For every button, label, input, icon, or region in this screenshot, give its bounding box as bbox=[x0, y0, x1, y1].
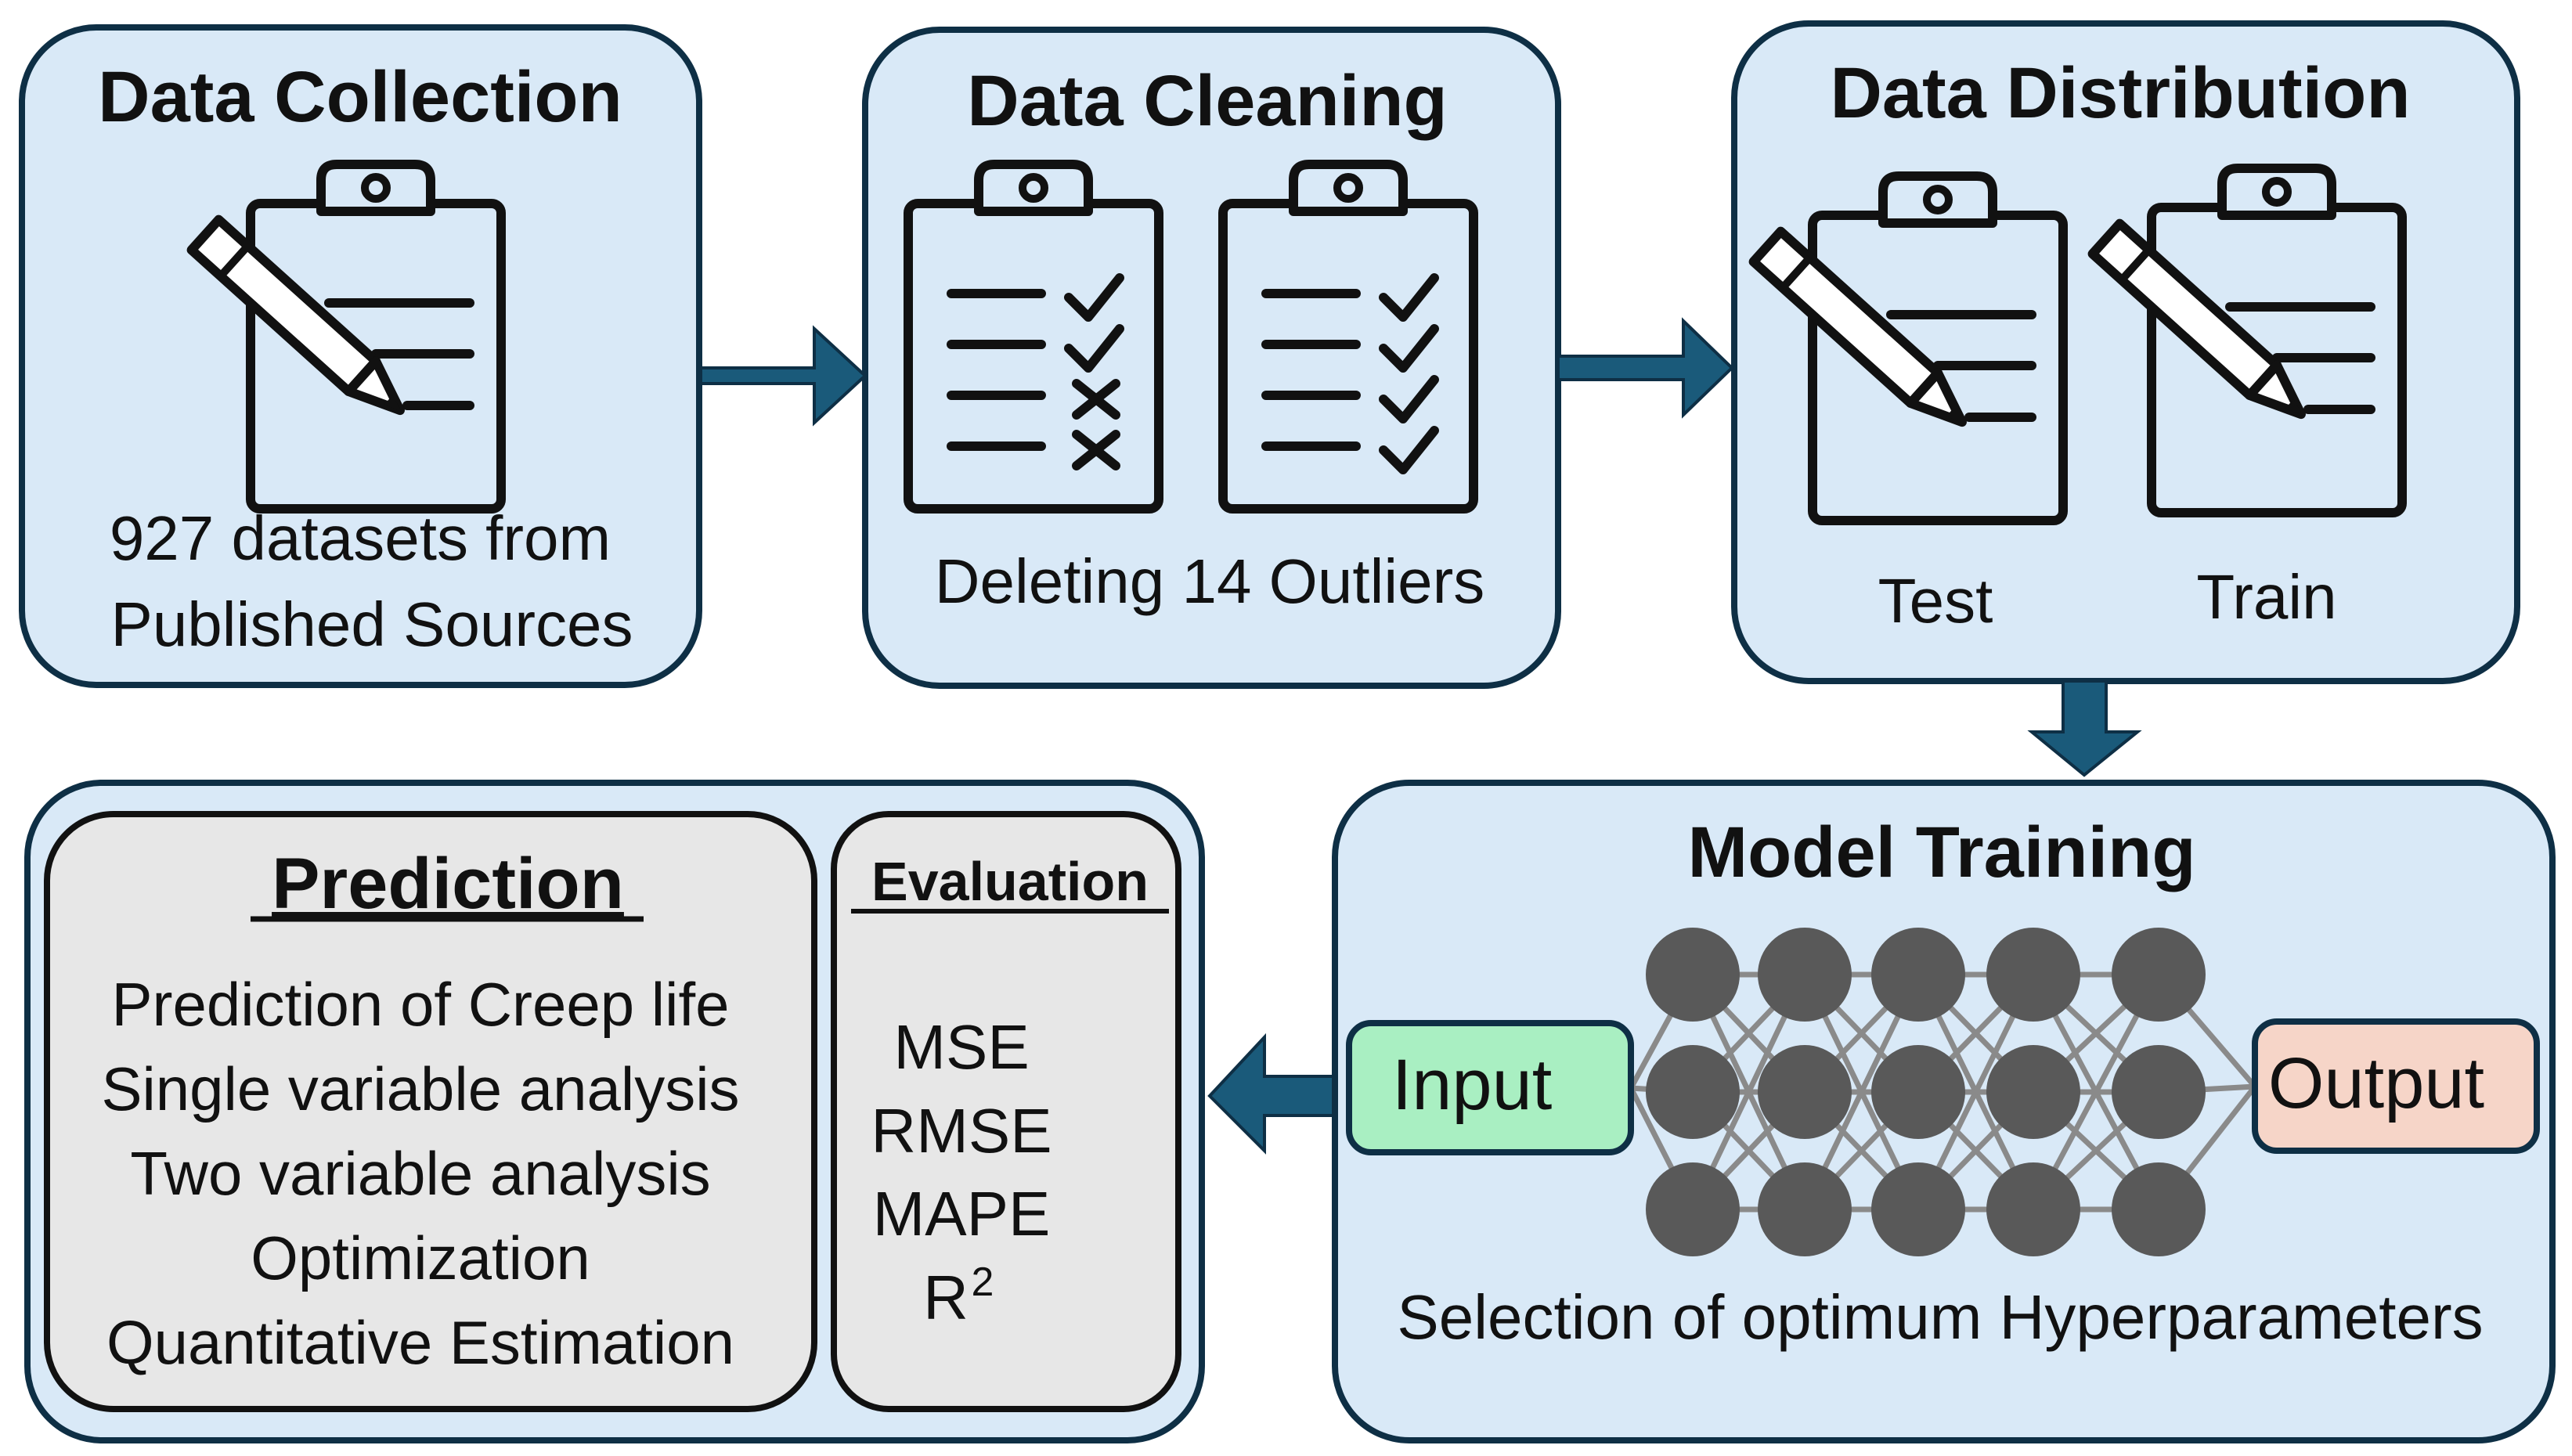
model-training-caption: Selection of optimum Hyperparameters bbox=[1397, 1282, 2483, 1352]
network-node bbox=[1871, 928, 1965, 1022]
network-node bbox=[2112, 1162, 2206, 1256]
neural-network bbox=[1628, 928, 2257, 1256]
prediction-item: Single variable analysis bbox=[101, 1054, 739, 1123]
data-collection-line2: Published Sources bbox=[110, 589, 633, 659]
prediction-item: Two variable analysis bbox=[130, 1139, 710, 1208]
data-distribution-title: Data Distribution bbox=[1830, 53, 2410, 133]
data-distribution-box: Data Distribution Test Train bbox=[1731, 20, 2520, 684]
network-node bbox=[1646, 1045, 1740, 1139]
evaluation-title: Evaluation bbox=[871, 851, 1149, 912]
input-label: Input bbox=[1392, 1045, 1553, 1125]
network-node bbox=[1986, 1045, 2080, 1139]
input-node-box: Input bbox=[1346, 1020, 1634, 1155]
output-label: Output bbox=[2268, 1043, 2484, 1123]
network-node bbox=[1646, 928, 1740, 1022]
network-node bbox=[1758, 1045, 1852, 1139]
prediction-item: Optimization bbox=[251, 1224, 590, 1292]
data-cleaning-box: Data Cleaning Deleting 14 Outliers bbox=[862, 27, 1561, 689]
network-node bbox=[1986, 928, 2080, 1022]
evaluation-r-squared: R bbox=[923, 1263, 969, 1332]
train-clipboard-icon bbox=[2093, 168, 2402, 513]
arrow-collection-to-cleaning bbox=[699, 325, 868, 427]
data-collection-box: Data Collection 927 datasets from Publis… bbox=[19, 24, 702, 688]
data-cleaning-title: Data Cleaning bbox=[967, 61, 1447, 141]
evaluation-box: Evaluation MSE RMSE MAPE R 2 bbox=[831, 811, 1181, 1412]
network-node bbox=[1758, 1162, 1852, 1256]
prediction-item: Prediction of Creep life bbox=[111, 970, 729, 1039]
data-collection-line1: 927 datasets from bbox=[110, 503, 611, 573]
network-node bbox=[1646, 1162, 1740, 1256]
arrow-cleaning-to-distribution bbox=[1557, 317, 1734, 419]
data-collection-title: Data Collection bbox=[98, 57, 622, 137]
prediction-item: Quantitative Estimation bbox=[106, 1308, 734, 1377]
network-node bbox=[1871, 1045, 1965, 1139]
clipboard-pencil-icon bbox=[192, 164, 501, 509]
checklist-mixed-icon bbox=[908, 164, 1159, 509]
network-node bbox=[2112, 1045, 2206, 1139]
network-node bbox=[1758, 928, 1852, 1022]
network-node bbox=[1871, 1162, 1965, 1256]
model-training-title: Model Training bbox=[1687, 813, 2195, 892]
output-node-box: Output bbox=[2252, 1018, 2540, 1154]
network-node bbox=[2112, 928, 2206, 1022]
evaluation-metric: MAPE bbox=[873, 1179, 1051, 1249]
model-training-box: Model Training Input Output Selection of… bbox=[1332, 780, 2556, 1443]
prediction-title: Prediction bbox=[272, 844, 624, 924]
network-node bbox=[1986, 1162, 2080, 1256]
test-label: Test bbox=[1878, 566, 1993, 636]
checklist-all-checked-icon bbox=[1223, 164, 1474, 509]
prediction-box: Prediction Prediction of Creep life Sing… bbox=[44, 811, 817, 1412]
evaluation-metric: RMSE bbox=[871, 1096, 1052, 1166]
arrow-distribution-to-training bbox=[2027, 679, 2142, 777]
results-outer-box: Prediction Prediction of Creep life Sing… bbox=[24, 780, 1205, 1443]
train-label: Train bbox=[2196, 562, 2336, 632]
arrow-training-to-prediction bbox=[1207, 1033, 1337, 1155]
evaluation-metric: MSE bbox=[893, 1012, 1029, 1082]
data-cleaning-caption: Deleting 14 Outliers bbox=[935, 546, 1485, 616]
test-clipboard-icon bbox=[1754, 176, 2063, 521]
evaluation-r-squared-sup: 2 bbox=[972, 1260, 994, 1305]
